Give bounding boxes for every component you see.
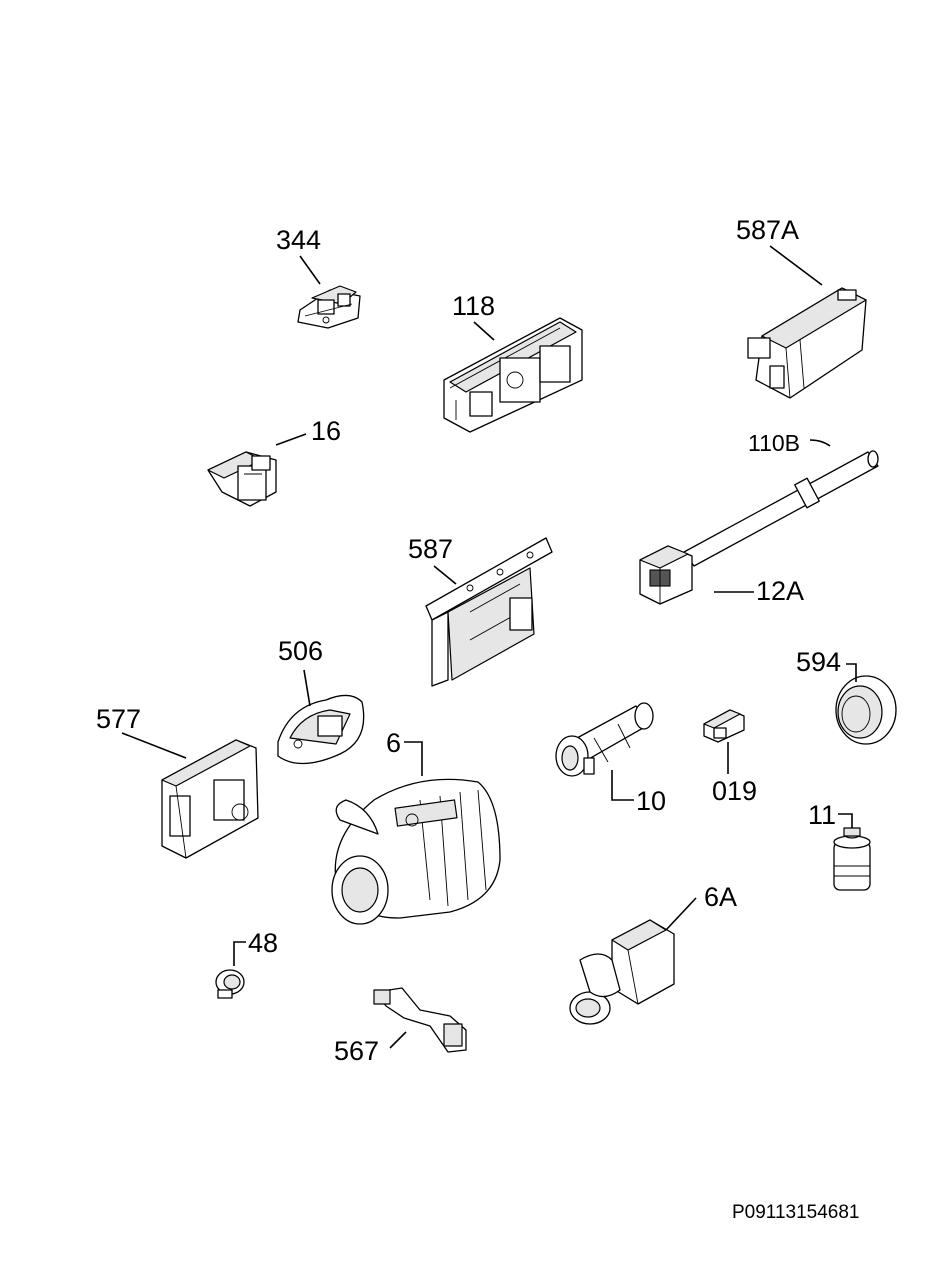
label-587A: 587A bbox=[736, 215, 799, 245]
label-019: 019 bbox=[712, 776, 757, 806]
label-577: 577 bbox=[96, 704, 141, 734]
part-16-illustration bbox=[207, 451, 277, 507]
leader-110B bbox=[809, 439, 831, 447]
part-594-illustration bbox=[835, 675, 897, 745]
leader-577 bbox=[121, 732, 187, 759]
label-12A: 12A bbox=[756, 576, 804, 606]
label-11: 11 bbox=[808, 800, 836, 830]
part-344-illustration bbox=[297, 285, 361, 329]
leader-48 bbox=[233, 941, 246, 966]
label-48: 48 bbox=[248, 928, 278, 958]
leader-16 bbox=[275, 433, 307, 446]
label-344: 344 bbox=[276, 225, 321, 255]
part-587-illustration bbox=[425, 537, 553, 687]
label-118: 118 bbox=[452, 291, 495, 321]
leader-6 bbox=[404, 741, 423, 776]
leader-587A bbox=[769, 245, 823, 286]
label-6: 6 bbox=[386, 728, 401, 758]
label-506: 506 bbox=[278, 636, 323, 666]
leader-6A bbox=[665, 897, 697, 931]
part-6A-illustration bbox=[569, 919, 675, 1025]
leader-10 bbox=[611, 770, 634, 801]
reference-code: P09113154681 bbox=[732, 1202, 860, 1223]
leader-344 bbox=[299, 255, 321, 285]
part-118-illustration bbox=[443, 317, 583, 433]
label-110B: 110B bbox=[748, 430, 800, 456]
part-567-illustration bbox=[373, 987, 467, 1053]
part-48-illustration bbox=[215, 969, 245, 999]
label-594: 594 bbox=[796, 647, 841, 677]
leader-11 bbox=[838, 813, 853, 828]
leader-567 bbox=[389, 1031, 407, 1049]
label-16: 16 bbox=[311, 416, 341, 446]
leader-506 bbox=[303, 669, 311, 707]
leader-587 bbox=[433, 565, 457, 585]
label-587: 587 bbox=[408, 534, 453, 564]
part-506-illustration bbox=[277, 694, 365, 765]
label-6A: 6A bbox=[704, 882, 737, 912]
label-567: 567 bbox=[334, 1036, 379, 1066]
part-11-illustration bbox=[833, 827, 871, 891]
part-6-illustration bbox=[331, 778, 501, 925]
label-10: 10 bbox=[636, 786, 666, 816]
part-10-illustration bbox=[555, 702, 654, 777]
part-12A-illustration bbox=[639, 450, 879, 605]
part-019-illustration bbox=[703, 709, 745, 743]
leader-594 bbox=[846, 663, 857, 682]
part-587A-illustration bbox=[747, 287, 867, 399]
leader-118 bbox=[473, 321, 495, 341]
part-577-illustration bbox=[161, 739, 259, 859]
